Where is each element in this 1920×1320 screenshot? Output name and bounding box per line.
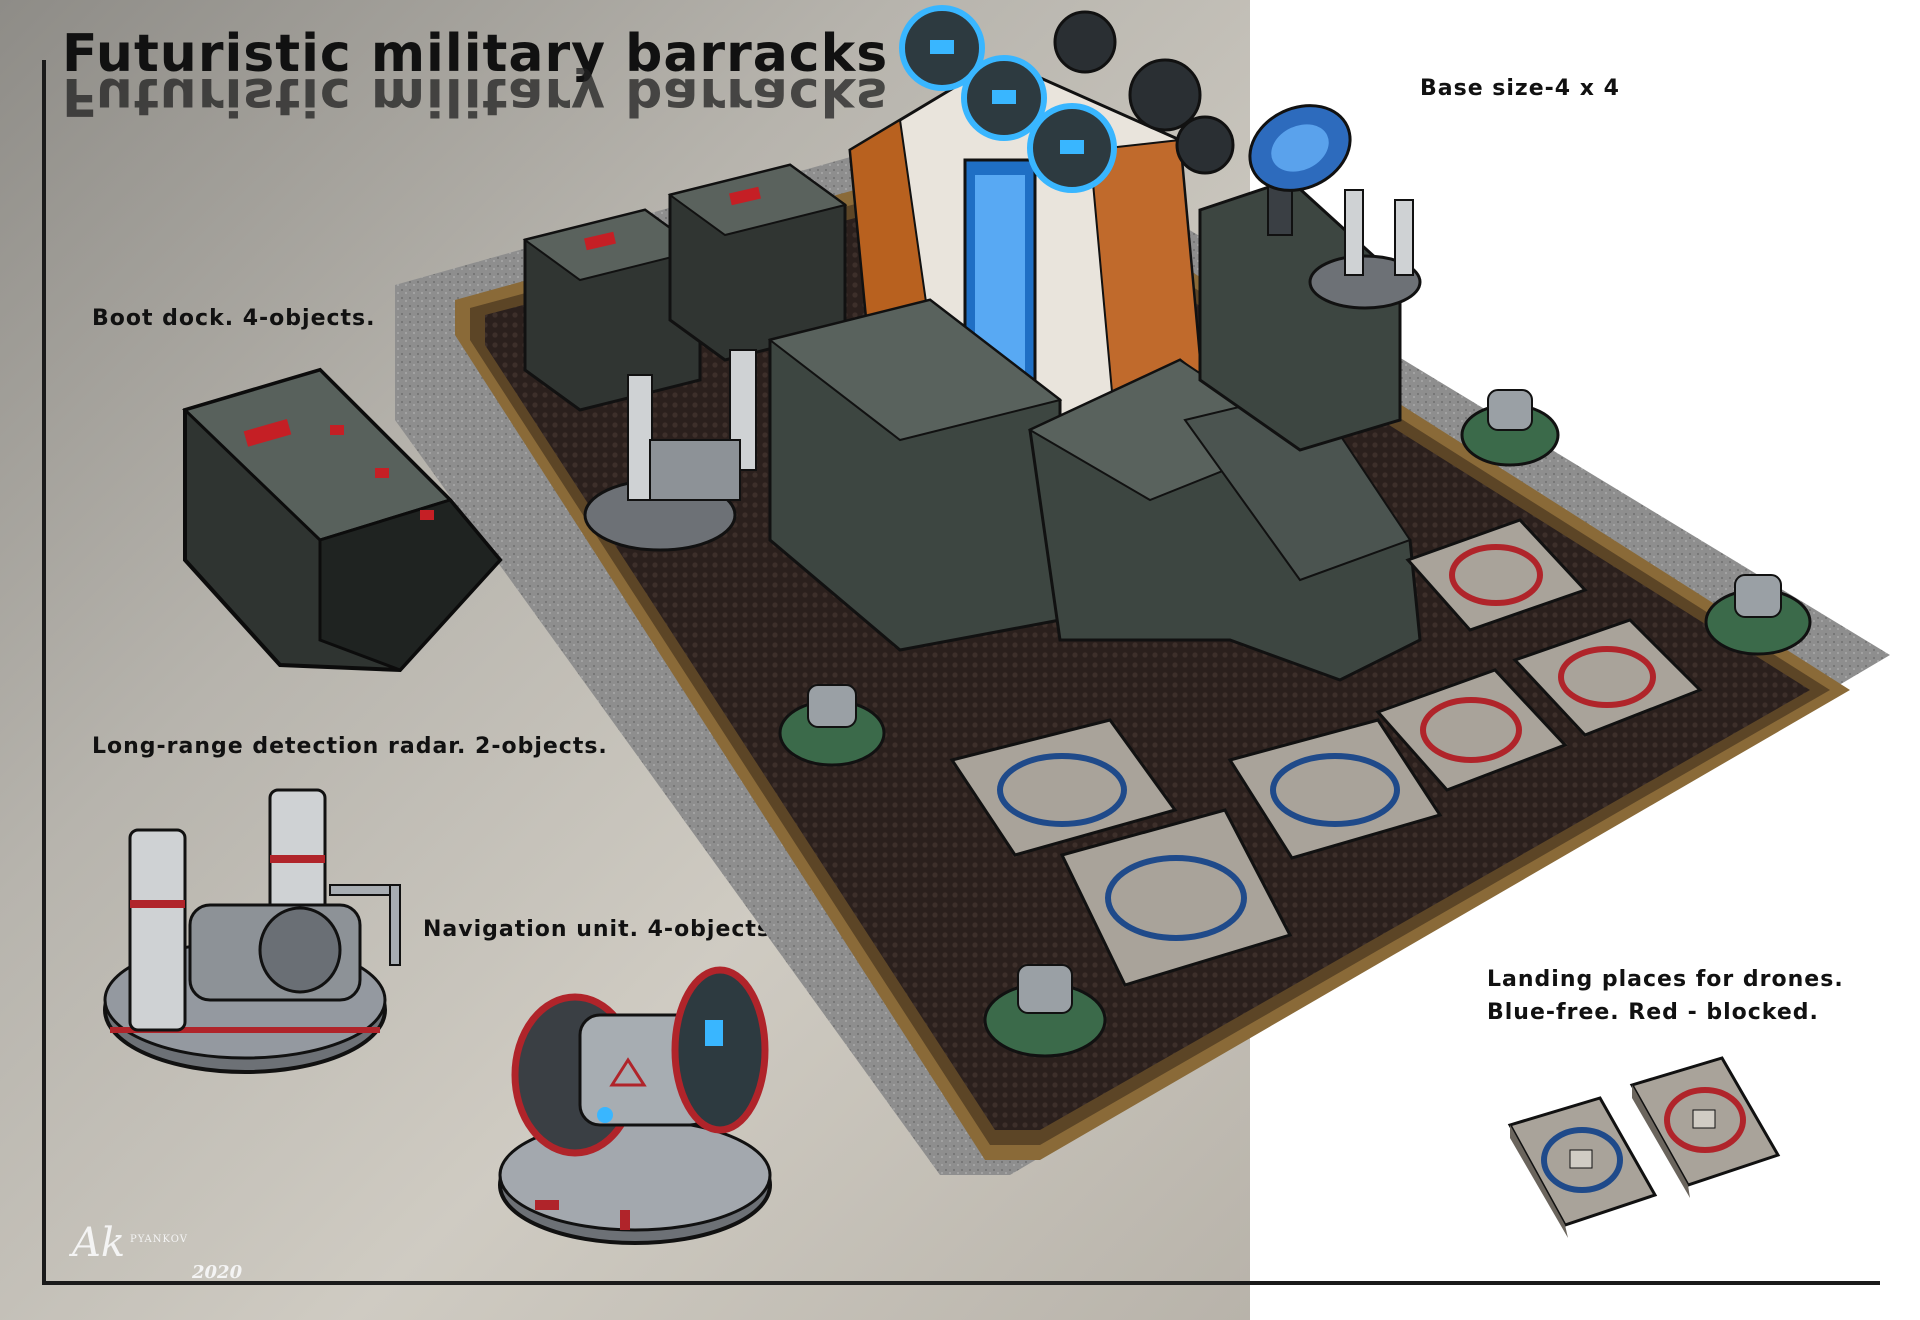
signature-year: 2020 [192, 1262, 243, 1283]
landing-pad-free-2 [1227, 718, 1443, 860]
page-title: Futuristic military barracks [62, 24, 889, 84]
armored-hull-left [767, 298, 1063, 652]
boot-dock-label: Boot dock. 4-objects. [92, 306, 376, 331]
signature-name: PYANKOV [130, 1234, 188, 1245]
navigation-unit-placed-3 [778, 684, 886, 767]
navigation-unit-label: Navigation unit. 4-objects. [423, 917, 781, 942]
signature-monogram: Ak [72, 1220, 126, 1266]
landing-places-line-2: Blue-free. Red - blocked. [1487, 1000, 1819, 1025]
sample-pad-free [1507, 1096, 1658, 1238]
base-size-label: Base size-4 x 4 [1420, 76, 1620, 101]
boot-dock-placed-1 [522, 208, 703, 412]
navigation-unit-placed-1 [1460, 389, 1560, 467]
landing-places-label: Landing places for drones. Blue-free. Re… [1487, 963, 1844, 1029]
landing-places-line-1: Landing places for drones. [1487, 967, 1844, 992]
tower-top-discs [899, 5, 1235, 193]
navigation-unit-placed-2 [1704, 574, 1812, 656]
frame-left-line [42, 60, 46, 1285]
landing-pad-blocked-1 [1405, 518, 1588, 632]
landing-pad-blocked-3 [1375, 668, 1568, 792]
artist-signature: Ak PYANKOV 2020 [72, 1220, 242, 1283]
frame-bottom-line [42, 1281, 1880, 1285]
boot-dock-placed-2 [667, 163, 848, 362]
landing-pad-blocked-2 [1512, 618, 1703, 737]
radar-unit-placed-2 [1308, 189, 1422, 310]
sample-pad-blocked [1629, 1056, 1781, 1198]
radar-dish-placed [1248, 104, 1352, 236]
landing-pad-free-3 [1059, 808, 1293, 987]
navigation-unit-placed-4 [983, 964, 1107, 1058]
radar-label: Long-range detection radar. 2-objects. [92, 734, 608, 759]
landing-pad-free-1 [949, 718, 1178, 857]
radar-unit-placed-1 [583, 349, 757, 552]
